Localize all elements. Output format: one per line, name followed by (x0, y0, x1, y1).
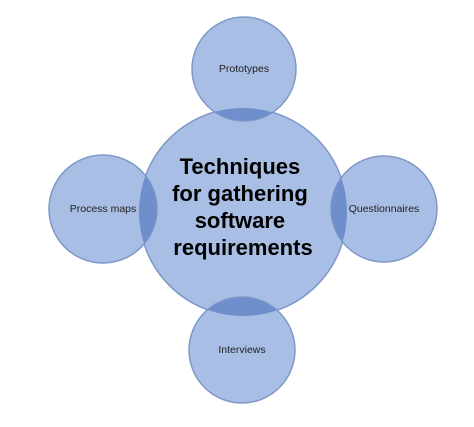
overlap-process-maps (139, 154, 158, 264)
center-title-line-2: for gathering (172, 181, 308, 206)
overlap-questionnaires (330, 155, 347, 263)
node-label-process-maps: Process maps (70, 203, 137, 215)
overlap-regions (139, 108, 347, 316)
node-label-interviews: Interviews (218, 344, 265, 356)
center-title: Techniques for gathering software requir… (172, 154, 314, 260)
overlap-prototypes (191, 108, 297, 122)
center-title-line-4: requirements (173, 235, 312, 260)
node-label-questionnaires: Questionnaires (349, 203, 420, 215)
node-label-prototypes: Prototypes (219, 63, 269, 75)
center-title-line-1: Techniques (180, 154, 301, 179)
overlap-interviews (188, 296, 296, 316)
center-title-line-3: software (195, 208, 285, 233)
